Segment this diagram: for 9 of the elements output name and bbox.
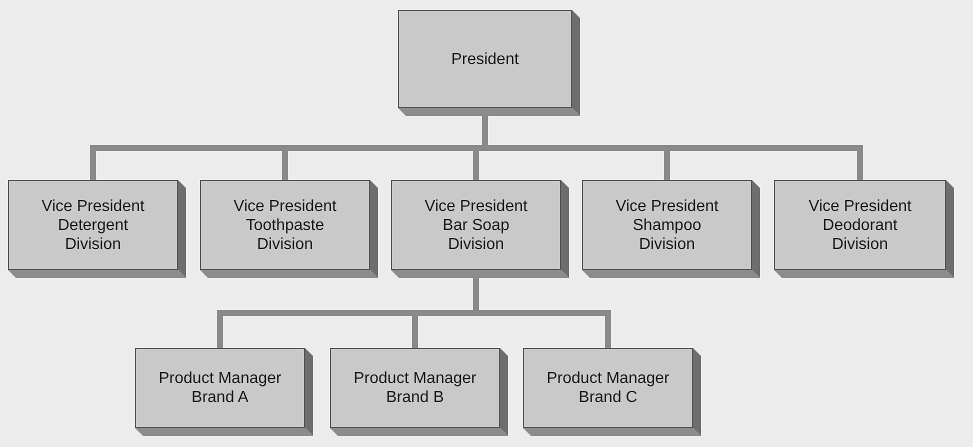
box-title: Vice President Bar Soap Division [424,196,528,254]
box-title: Product Manager Brand C [546,369,670,407]
box-title: Product Manager Brand B [352,369,478,407]
box-title: Vice President Detergent Division [40,196,146,254]
box-title: President [451,50,519,68]
box-title: Product Manager Brand A [158,369,282,407]
box-title: Vice President Toothpaste Division [232,196,338,254]
box-title: Vice President Deodorant Division [808,196,912,254]
box-title: Vice President Shampoo Division [614,196,720,254]
